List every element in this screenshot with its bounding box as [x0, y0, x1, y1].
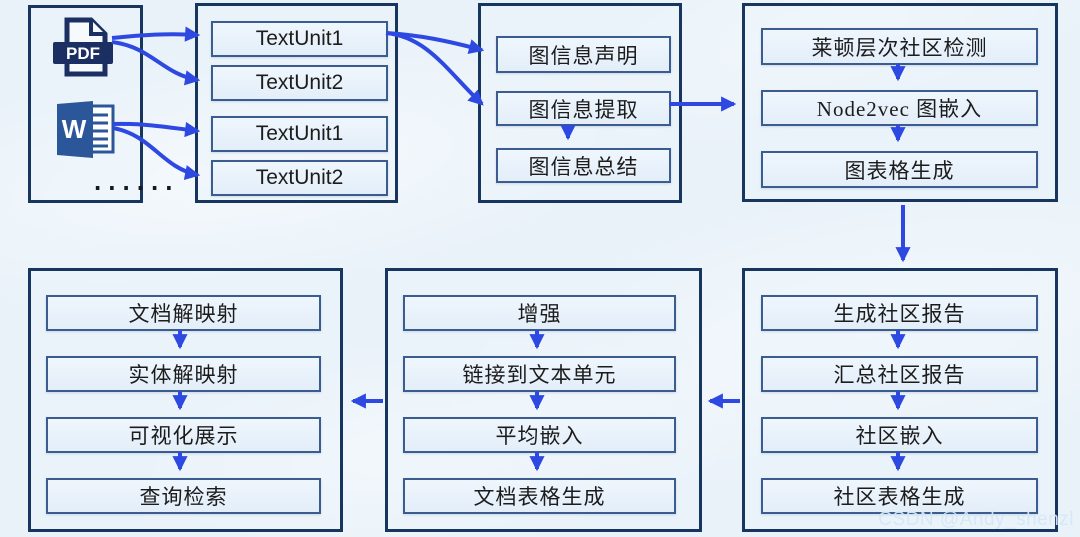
step-community-table-generate: 社区表格生成 [761, 478, 1038, 514]
step-graph-info-declare: 图信息声明 [496, 36, 671, 73]
step-graph-info-extract: 图信息提取 [496, 91, 671, 126]
step-document-unmap: 文档解映射 [46, 295, 321, 331]
pdf-file-icon: PDF [53, 17, 113, 77]
step-text-unit-4: TextUnit2 [211, 160, 388, 196]
step-average-embedding: 平均嵌入 [403, 417, 676, 453]
step-document-table-generate: 文档表格生成 [403, 478, 676, 514]
document-embedding-panel: 增强 链接到文本单元 平均嵌入 文档表格生成 [385, 268, 702, 532]
step-visualization: 可视化展示 [46, 417, 321, 453]
step-entity-unmap: 实体解映射 [46, 356, 321, 392]
step-generate-community-report: 生成社区报告 [761, 295, 1038, 331]
more-sources-ellipsis: ...... [91, 171, 177, 196]
svg-text:PDF: PDF [66, 44, 100, 63]
step-query-retrieval: 查询检索 [46, 478, 321, 514]
svg-text:W: W [62, 114, 87, 144]
step-node2vec-embedding: Node2vec 图嵌入 [761, 90, 1038, 126]
step-text-unit-3: TextUnit1 [211, 116, 388, 152]
step-leiden-detection: 莱顿层次社区检测 [761, 28, 1038, 65]
step-summarize-community-report: 汇总社区报告 [761, 356, 1038, 392]
step-graph-info-summarize: 图信息总结 [496, 148, 671, 183]
step-text-unit-2: TextUnit2 [211, 65, 388, 101]
step-link-text-units: 链接到文本单元 [403, 356, 676, 392]
arrow-textunit-to-graph-declare [385, 31, 485, 55]
query-output-panel: 文档解映射 实体解映射 可视化展示 查询检索 [28, 268, 343, 532]
step-community-embedding: 社区嵌入 [761, 417, 1038, 453]
community-detection-panel: 莱顿层次社区检测 Node2vec 图嵌入 图表格生成 [742, 3, 1058, 202]
step-augment: 增强 [403, 295, 676, 331]
graph-info-panel: 图信息声明 图信息提取 图信息总结 [478, 3, 682, 203]
community-report-panel: 生成社区报告 汇总社区报告 社区嵌入 社区表格生成 [742, 268, 1058, 532]
source-documents-panel: PDF W ...... [28, 5, 175, 203]
arrow-textunit-to-graph-extract [385, 31, 484, 106]
word-file-icon: W [57, 101, 115, 158]
text-units-panel: TextUnit1 TextUnit2 TextUnit1 TextUnit2 [195, 3, 398, 203]
step-text-unit-1: TextUnit1 [211, 21, 388, 57]
csdn-watermark: CSDN @Andy_shenzl [878, 509, 1074, 530]
step-graph-table-generate: 图表格生成 [761, 151, 1038, 188]
